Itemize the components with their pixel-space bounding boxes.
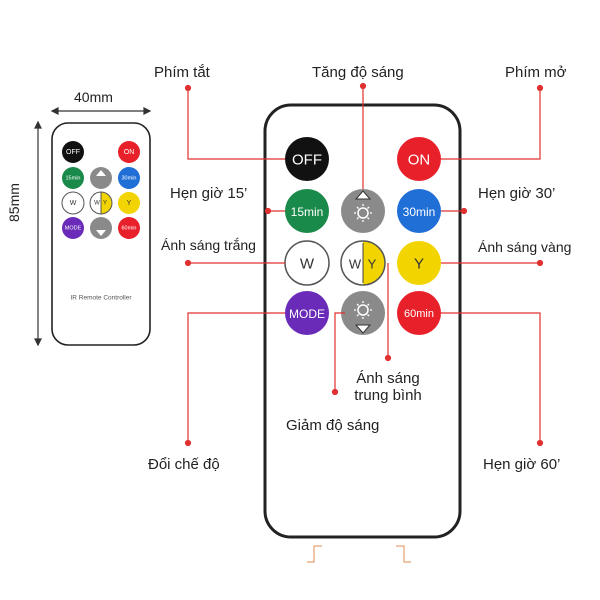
small-60min-label: 60min xyxy=(122,226,137,232)
on-button-label: ON xyxy=(408,152,431,169)
wy-button xyxy=(340,240,386,286)
60min-button xyxy=(397,291,441,335)
off-button-label: OFF xyxy=(292,152,322,169)
callout-anh-sang-trang xyxy=(184,259,285,267)
label-hen-gio-60: Hẹn giờ 60’ xyxy=(483,456,561,473)
mode-button-label: MODE xyxy=(289,307,325,321)
small-wy-button xyxy=(89,191,113,215)
15min-button xyxy=(285,189,329,233)
label-phim-tat: Phím tắt xyxy=(154,64,210,81)
on-button xyxy=(397,137,441,181)
small-w-button xyxy=(61,191,85,215)
callout-giam-do-sang xyxy=(331,312,345,396)
stand-legs xyxy=(307,545,411,563)
width-dimension-label: 40mm xyxy=(74,89,113,105)
brightness-up-button xyxy=(341,189,385,233)
label-anh-sang-trung-binh-line2: trung bình xyxy=(354,387,422,404)
small-brightness-up-button xyxy=(90,167,112,189)
callout-phim-mo xyxy=(441,84,544,160)
small-off-button xyxy=(62,141,84,163)
label-anh-sang-trung-binh: Ánh sáng trung bình xyxy=(348,370,428,404)
small-wy-y-label: Y xyxy=(103,201,107,207)
label-doi-che-do: Đổi chế độ xyxy=(148,456,220,473)
off-button xyxy=(285,137,329,181)
height-dimension-arrow xyxy=(34,120,42,347)
small-on-label: ON xyxy=(124,149,135,156)
width-dimension-arrow xyxy=(50,107,152,115)
label-anh-sang-trang: Ánh sáng trắng xyxy=(161,237,256,253)
small-w-label: W xyxy=(70,200,77,207)
label-giam-do-sang: Giảm độ sáng xyxy=(286,417,380,434)
label-anh-sang-trung-binh-line1: Ánh sáng xyxy=(356,370,420,387)
callout-lines xyxy=(184,82,544,447)
label-phim-mo: Phím mở xyxy=(505,64,567,81)
small-wy-w-label: W xyxy=(94,201,100,207)
small-off-label: OFF xyxy=(66,149,80,156)
wy-button-w-label: W xyxy=(349,257,362,272)
label-hen-gio-30: Hẹn giờ 30’ xyxy=(478,185,556,202)
wy-button-y-label: Y xyxy=(368,257,377,272)
small-y-button xyxy=(118,192,140,214)
label-anh-sang-vang: Ánh sáng vàng xyxy=(478,239,572,255)
small-y-label: Y xyxy=(127,200,132,207)
small-remote xyxy=(51,122,151,346)
mode-button xyxy=(285,291,329,335)
small-on-button xyxy=(118,141,140,163)
callout-hen-gio-30 xyxy=(441,207,468,215)
30min-button xyxy=(397,189,441,233)
small-mode-button xyxy=(62,217,84,239)
w-button-label: W xyxy=(300,256,315,273)
callout-hen-gio-15 xyxy=(264,207,285,215)
small-30min-label: 30min xyxy=(122,176,137,182)
small-30min-button xyxy=(118,167,140,189)
brightness-down-button xyxy=(341,291,385,335)
height-dimension-label: 85mm xyxy=(6,183,22,222)
small-60min-button xyxy=(118,217,140,239)
30min-button-label: 30min xyxy=(403,205,436,219)
label-hen-gio-15: Hẹn giờ 15’ xyxy=(170,185,248,202)
small-remote-caption: IR Remote Controller xyxy=(70,295,132,302)
15min-button-label: 15min xyxy=(291,205,324,219)
small-mode-label: MODE xyxy=(65,226,82,232)
callout-tang-do-sang xyxy=(359,82,367,189)
callout-doi-che-do xyxy=(184,312,285,447)
y-button-label: Y xyxy=(414,256,424,273)
callout-phim-tat xyxy=(184,84,285,160)
small-15min-label: 15min xyxy=(66,176,81,182)
60min-button-label: 60min xyxy=(404,308,434,320)
small-brightness-down-button xyxy=(90,217,112,239)
y-button xyxy=(397,241,441,285)
callout-anh-sang-trung-binh xyxy=(384,263,392,362)
label-tang-do-sang: Tăng độ sáng xyxy=(312,64,404,81)
callout-hen-gio-60 xyxy=(441,312,544,447)
small-15min-button xyxy=(62,167,84,189)
callout-anh-sang-vang xyxy=(441,259,544,267)
